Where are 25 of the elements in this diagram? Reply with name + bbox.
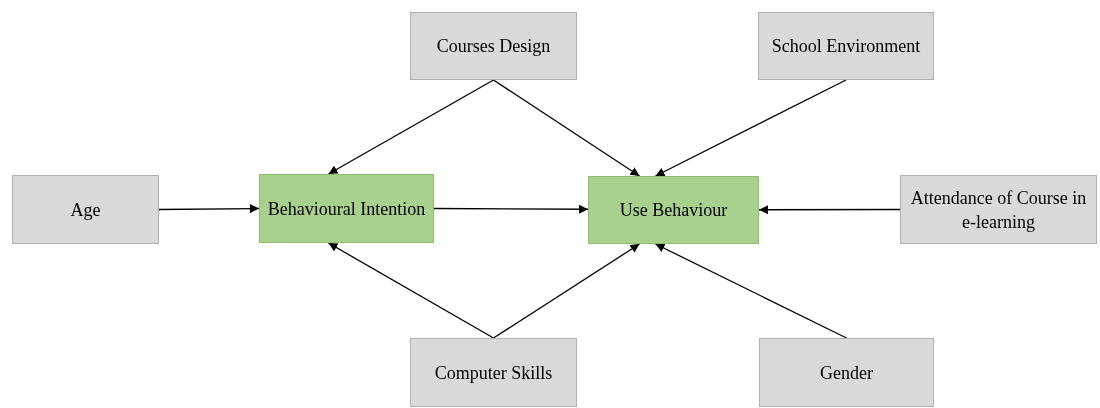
box-label: School Environment [771,35,921,58]
factor-box [759,338,934,407]
arrow [492,243,641,339]
factor-box [900,175,1097,244]
box-label: Courses Design [436,35,551,58]
factor-box [758,12,934,80]
arrow [492,79,641,177]
construct-box [259,174,434,243]
box-label: Gender [820,361,873,385]
arrow [158,204,260,214]
factor-box [410,12,577,80]
arrow [758,205,901,215]
arrow [654,79,847,177]
construct-box [588,176,759,244]
box-label: Age [70,198,101,222]
box-label: Behavioural Intention [267,197,426,221]
box-label: Use Behaviour [619,199,728,222]
factor-box [410,338,577,407]
box-label: Attendance of Course in e-learning [909,186,1088,234]
arrow [654,243,848,339]
factor-box [12,175,159,244]
arrow [327,79,495,175]
arrow [327,242,495,339]
arrow [433,204,589,214]
box-label: Computer Skills [434,361,553,385]
